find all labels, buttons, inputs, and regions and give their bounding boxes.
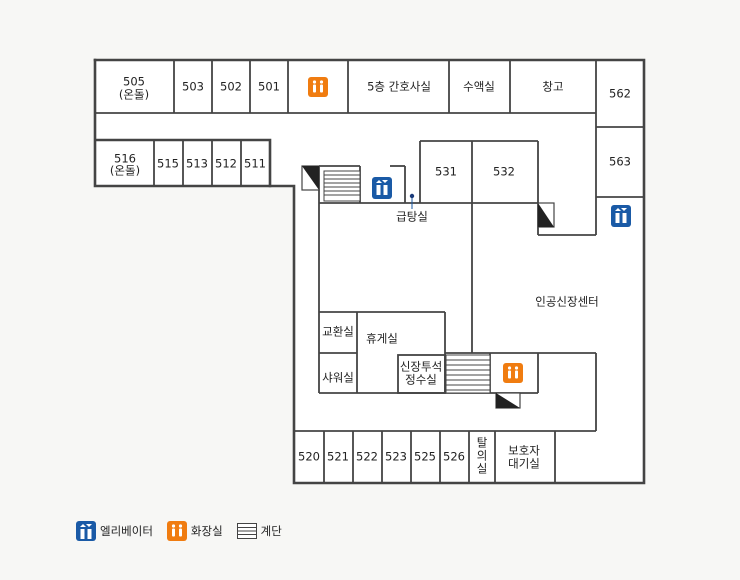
legend-stairs: 계단 [236,523,282,539]
room-changing-3: 실 [477,462,488,476]
room-532: 532 [493,165,515,179]
legend-elevator: 엘리베이터 [76,521,153,541]
room-guardian-2: 대기실 [508,457,540,471]
room-513: 513 [186,157,208,171]
room-changing-2: 의 [477,449,488,463]
stairs-top [323,170,361,202]
room-526: 526 [443,450,465,464]
restroom-icon [503,363,523,383]
room-water-line2: 정수실 [405,373,437,387]
room-water-line1: 신장투석 [400,360,442,374]
legend-restroom: 화장실 [166,521,223,541]
legend-elevator-label: 엘리베이터 [100,524,153,538]
room-502: 502 [220,80,242,94]
dialysis-center-label: 인공신장센터 [535,295,598,309]
room-guardian-1: 보호자 [508,444,540,458]
legend-stairs-label: 계단 [260,524,282,538]
room-511: 511 [244,157,266,171]
room-516-note: (온돌) [110,164,140,178]
room-512: 512 [215,157,237,171]
legend: 엘리베이터 화장실 계단 [76,521,296,541]
room-523: 523 [385,450,407,464]
room-521: 521 [327,450,349,464]
room-changing-1: 탈 [477,436,488,450]
room-520: 520 [298,450,320,464]
stairs-icon [236,523,257,539]
room-shower: 샤워실 [322,371,354,385]
elevator-icon [372,177,392,199]
room-531: 531 [435,165,457,179]
room-525: 525 [414,450,436,464]
room-lounge: 휴게실 [366,332,398,346]
boiler-pin [409,193,415,199]
restroom-icon [166,521,187,541]
room-nurse-station: 5층 간호사실 [367,80,431,94]
room-infusion: 수액실 [463,80,495,94]
room-505: 505 [123,75,145,89]
room-522: 522 [356,450,378,464]
floor-fill [95,60,644,483]
room-boiler: 급탕실 [396,210,428,224]
room-503: 503 [182,80,204,94]
room-516: 516 [114,152,136,166]
room-501: 501 [258,80,280,94]
elevator-icon [76,521,96,541]
door-marks [301,165,555,409]
restroom-icon [308,77,328,97]
stairs-center [445,354,491,394]
room-562: 562 [609,87,631,101]
room-505-note: (온돌) [119,88,149,102]
room-515: 515 [157,157,179,171]
elevator-icon [611,205,631,227]
room-exchange: 교환실 [322,325,354,339]
legend-restroom-label: 화장실 [190,524,223,538]
room-563: 563 [609,155,631,169]
room-storage: 창고 [542,80,563,94]
